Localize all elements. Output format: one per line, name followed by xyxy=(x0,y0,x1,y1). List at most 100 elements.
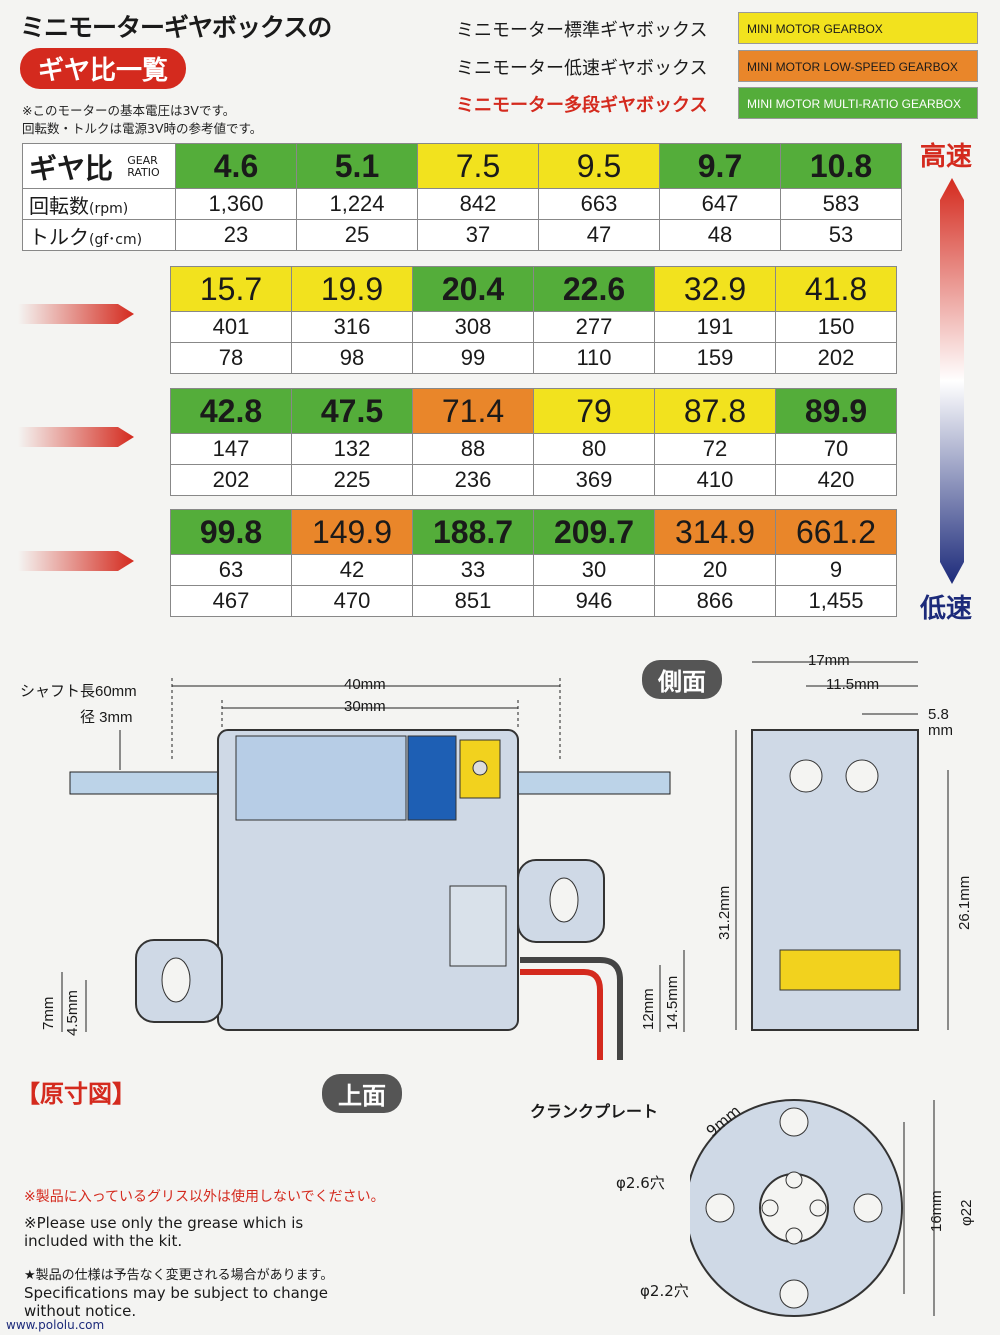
rpm-label: 回転数(rpm) xyxy=(22,188,176,220)
rpm-cell: 583 xyxy=(780,188,902,220)
dim-30mm: 30mm xyxy=(344,698,386,715)
grease-note-en-2: included with the kit. xyxy=(24,1232,183,1250)
ratio-cell: 7.5 xyxy=(417,143,539,189)
continuation-arrow-icon xyxy=(18,427,134,447)
ratio-cell: 188.7 xyxy=(412,509,534,555)
voltage-note: ※このモーターの基本電圧は3Vです。 xyxy=(22,103,236,118)
ratio-cell: 5.1 xyxy=(296,143,418,189)
torque-cell: 159 xyxy=(654,342,776,374)
full-size-label: 【原寸図】 xyxy=(16,1080,136,1108)
torque-cell: 470 xyxy=(291,585,413,617)
legend-swatch: MINI MOTOR GEARBOX xyxy=(738,12,978,44)
legend-label: ミニモーター多段ギヤボックス xyxy=(456,95,708,116)
speed-gradient-arrow-icon xyxy=(940,178,964,584)
torque-cell: 420 xyxy=(775,464,897,496)
ratio-cell: 9.7 xyxy=(659,143,781,189)
ratio-cell: 4.6 xyxy=(175,143,297,189)
ratio-cell: 22.6 xyxy=(533,266,655,312)
top-view-label: 上面 xyxy=(322,1074,402,1113)
ratio-cell: 42.8 xyxy=(170,388,292,434)
legend-label: ミニモーター標準ギヤボックス xyxy=(456,20,708,41)
legend-standard: ミニモーター標準ギヤボックス MINI MOTOR GEARBOX xyxy=(456,12,986,46)
ratio-cell: 41.8 xyxy=(775,266,897,312)
spec-note-en-1: Specifications may be subject to change xyxy=(24,1284,329,1302)
rpm-cell: 70 xyxy=(775,433,897,465)
rpm-cell: 20 xyxy=(654,554,776,586)
torque-cell: 225 xyxy=(291,464,413,496)
side-view-label: 側面 xyxy=(642,660,722,699)
reference-note: 回転数・トルクは電源3V時の参考値です。 xyxy=(22,121,263,136)
ratio-cell: 149.9 xyxy=(291,509,413,555)
hole-2-6-label: φ2.6穴 xyxy=(616,1174,665,1192)
torque-cell: 236 xyxy=(412,464,534,496)
torque-cell: 37 xyxy=(417,219,539,251)
crank-plate-label: クランクプレート xyxy=(530,1102,659,1121)
ratio-cell: 99.8 xyxy=(170,509,292,555)
torque-cell: 23 xyxy=(175,219,297,251)
rpm-cell: 663 xyxy=(538,188,660,220)
torque-cell: 202 xyxy=(170,464,292,496)
rpm-cell: 42 xyxy=(291,554,413,586)
continuation-arrow-icon xyxy=(18,551,134,571)
rpm-cell: 277 xyxy=(533,311,655,343)
ratio-cell: 15.7 xyxy=(170,266,292,312)
dim-22: φ22 xyxy=(958,1199,975,1226)
legend-multi-ratio: ミニモーター多段ギヤボックス MINI MOTOR MULTI-RATIO GE… xyxy=(456,87,986,121)
torque-cell: 53 xyxy=(780,219,902,251)
rpm-cell: 9 xyxy=(775,554,897,586)
ratio-cell: 209.7 xyxy=(533,509,655,555)
legend-label: ミニモーター低速ギヤボックス xyxy=(456,58,708,79)
rpm-cell: 316 xyxy=(291,311,413,343)
torque-cell: 25 xyxy=(296,219,418,251)
grease-note-en-1: ※Please use only the grease which is xyxy=(24,1214,304,1232)
top-view-drawing xyxy=(61,661,949,1060)
torque-cell: 467 xyxy=(170,585,292,617)
legend-swatch: MINI MOTOR MULTI-RATIO GEARBOX xyxy=(738,87,978,119)
spec-note-jp: ★製品の仕様は予告なく変更される場合があります。 xyxy=(24,1268,334,1283)
torque-cell: 946 xyxy=(533,585,655,617)
page-subtitle: ギヤ比一覧 xyxy=(20,48,187,89)
rpm-cell: 150 xyxy=(775,311,897,343)
torque-cell: 110 xyxy=(533,342,655,374)
rpm-cell: 401 xyxy=(170,311,292,343)
rpm-cell: 72 xyxy=(654,433,776,465)
torque-cell: 202 xyxy=(775,342,897,374)
torque-cell: 98 xyxy=(291,342,413,374)
torque-cell: 99 xyxy=(412,342,534,374)
crank-plate-drawing xyxy=(690,1099,935,1317)
dim-40mm: 40mm xyxy=(344,676,386,693)
rpm-cell: 647 xyxy=(659,188,781,220)
shaft-diameter-label: 径 3mm xyxy=(80,709,133,726)
rpm-cell: 132 xyxy=(291,433,413,465)
rpm-cell: 1,224 xyxy=(296,188,418,220)
ratio-cell: 19.9 xyxy=(291,266,413,312)
torque-cell: 410 xyxy=(654,464,776,496)
torque-cell: 866 xyxy=(654,585,776,617)
ratio-cell: 661.2 xyxy=(775,509,897,555)
ratio-cell: 314.9 xyxy=(654,509,776,555)
ratio-cell: 87.8 xyxy=(654,388,776,434)
ratio-cell: 10.8 xyxy=(780,143,902,189)
rpm-cell: 308 xyxy=(412,311,534,343)
dim-14-5mm: 14.5mm xyxy=(664,975,681,1030)
rpm-cell: 147 xyxy=(170,433,292,465)
ratio-cell: 71.4 xyxy=(412,388,534,434)
torque-cell: 47 xyxy=(538,219,660,251)
rpm-cell: 30 xyxy=(533,554,655,586)
ratio-cell: 79 xyxy=(533,388,655,434)
rpm-cell: 80 xyxy=(533,433,655,465)
spec-note-en-2: without notice. xyxy=(24,1302,137,1320)
dim-5-8-unit: mm xyxy=(928,722,953,739)
dim-17mm: 17mm xyxy=(808,652,850,669)
dim-16mm: 16mm xyxy=(928,1190,945,1232)
dim-5-8: 5.8 xyxy=(928,706,949,723)
continuation-arrow-icon xyxy=(18,304,134,324)
page-title: ミニモーターギヤボックスの xyxy=(20,13,332,42)
ratio-cell: 89.9 xyxy=(775,388,897,434)
rpm-cell: 63 xyxy=(170,554,292,586)
